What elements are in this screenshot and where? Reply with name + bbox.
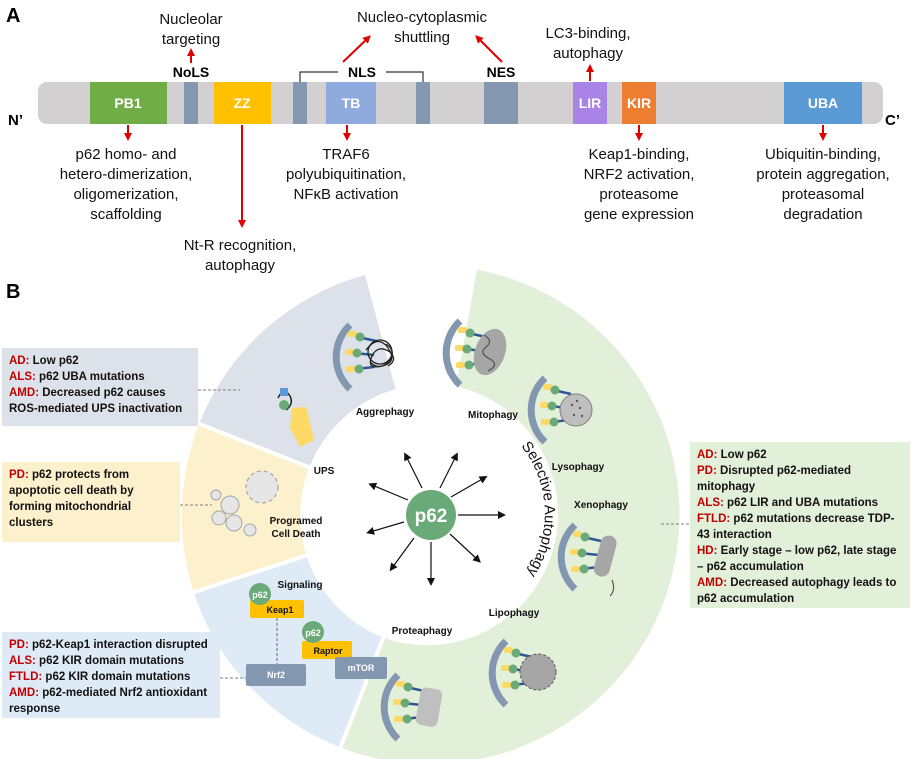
nols-label: NoLS	[173, 64, 210, 80]
uba-function-1: Ubiquitin-binding,	[765, 146, 881, 163]
uba-function-2: protein aggregation,	[756, 166, 889, 183]
proteaphagy-title: Proteaphagy	[392, 626, 453, 637]
cell-death-icon	[210, 470, 279, 537]
kir-function-4: gene expression	[584, 206, 694, 223]
nols-motif	[184, 82, 198, 124]
zz-function-2: autophagy	[205, 257, 276, 274]
pb1-domain	[90, 82, 167, 124]
lipophagy-title: Lipophagy	[489, 608, 540, 619]
pb1-function-2: hetero-dimerization,	[60, 166, 193, 183]
zz-label: ZZ	[233, 95, 251, 111]
lipophagy-icon	[492, 641, 557, 705]
pb1-function-1: p62 homo- and	[76, 146, 177, 163]
nols-function-2: targeting	[162, 31, 220, 48]
xenophagy-icon	[561, 525, 617, 597]
nes-motif	[484, 82, 518, 124]
uba-label: UBA	[808, 95, 838, 111]
pb1-function-4: scaffolding	[90, 206, 161, 223]
kir-label: KIR	[627, 95, 651, 111]
kir-function-2: NRF2 activation,	[584, 166, 695, 183]
signaling-nrf2: Nrf2	[267, 670, 285, 680]
signaling-title: Signaling	[278, 580, 323, 591]
n-terminus-label: N’	[8, 112, 23, 129]
nls-bracket	[299, 71, 424, 82]
nls2-motif	[416, 82, 430, 124]
proteaphagy-icon	[384, 675, 443, 739]
pcd-sector	[181, 423, 310, 593]
p62-center-label: p62	[415, 506, 448, 527]
panel-b-label: B	[6, 281, 20, 303]
uba-function-3: proteasomal	[782, 186, 865, 203]
nuclear-function-2: shuttling	[394, 29, 450, 46]
nuclear-function-1: Nucleo-cytoplasmic	[357, 9, 488, 26]
pb1-function-3: oligomerization,	[73, 186, 178, 203]
kir-domain	[622, 82, 656, 124]
lysophagy-title: Lysophagy	[552, 462, 605, 473]
aggrephagy-title: Aggrephagy	[356, 407, 415, 418]
mitophagy-icon	[446, 321, 507, 385]
c-terminus-label: C’	[885, 112, 900, 129]
nls1-motif	[293, 82, 307, 124]
nls-label: NLS	[348, 64, 376, 80]
tb-domain	[326, 82, 376, 124]
panel-a-label: A	[6, 5, 20, 27]
zz-domain	[214, 82, 271, 124]
signaling-sector	[193, 555, 384, 748]
nes-label: NES	[487, 64, 516, 80]
nols-function-1: Nucleolar	[159, 11, 222, 28]
tb-function-2: polyubiquitination,	[286, 166, 406, 183]
lir-domain	[573, 82, 607, 124]
lir-function-1: LC3-binding,	[545, 25, 630, 42]
proteasome-icon	[277, 388, 314, 447]
aggrephagy-icon	[336, 325, 395, 389]
ups-sector	[199, 274, 398, 468]
autophagy-sector	[340, 269, 680, 759]
kir-function-1: Keap1-binding,	[589, 146, 690, 163]
lysophagy-icon	[531, 378, 593, 442]
zz-function-1: Nt-R recognition,	[184, 237, 297, 254]
pcd-title-1: Programed	[270, 516, 323, 527]
tb-label: TB	[342, 95, 361, 111]
signaling-keap1: Keap1	[266, 605, 293, 615]
p62-center	[406, 490, 456, 540]
signaling-disease-box: PD: p62-Keap1 interaction disrupted ALS:…	[2, 632, 220, 718]
pcd-title-2: Cell Death	[272, 529, 321, 540]
signaling-raptor: Raptor	[314, 646, 343, 656]
xenophagy-title: Xenophagy	[574, 500, 628, 511]
tb-function-1: TRAF6	[322, 146, 370, 163]
signaling-p62-a: p62	[252, 590, 268, 600]
ups-disease-box: AD: Low p62 ALS: p62 UBA mutations AMD: …	[2, 348, 198, 426]
mitophagy-title: Mitophagy	[468, 410, 518, 421]
pcd-disease-box: PD: p62 protects from apoptotic cell dea…	[2, 462, 180, 542]
uba-function-4: degradation	[783, 206, 862, 223]
tb-function-3: NFκB activation	[293, 186, 398, 203]
ups-title: UPS	[314, 466, 335, 477]
kir-function-3: proteasome	[599, 186, 678, 203]
lir-function-2: autophagy	[553, 45, 624, 62]
signaling-p62-b: p62	[305, 628, 321, 638]
signaling-mtor: mTOR	[348, 663, 375, 673]
pb1-label: PB1	[114, 95, 141, 111]
autophagy-disease-box: AD: Low p62 PD: Disrupted p62-mediated m…	[690, 442, 910, 608]
lir-label: LIR	[579, 95, 602, 111]
uba-domain	[784, 82, 862, 124]
signaling-icons	[246, 583, 387, 686]
